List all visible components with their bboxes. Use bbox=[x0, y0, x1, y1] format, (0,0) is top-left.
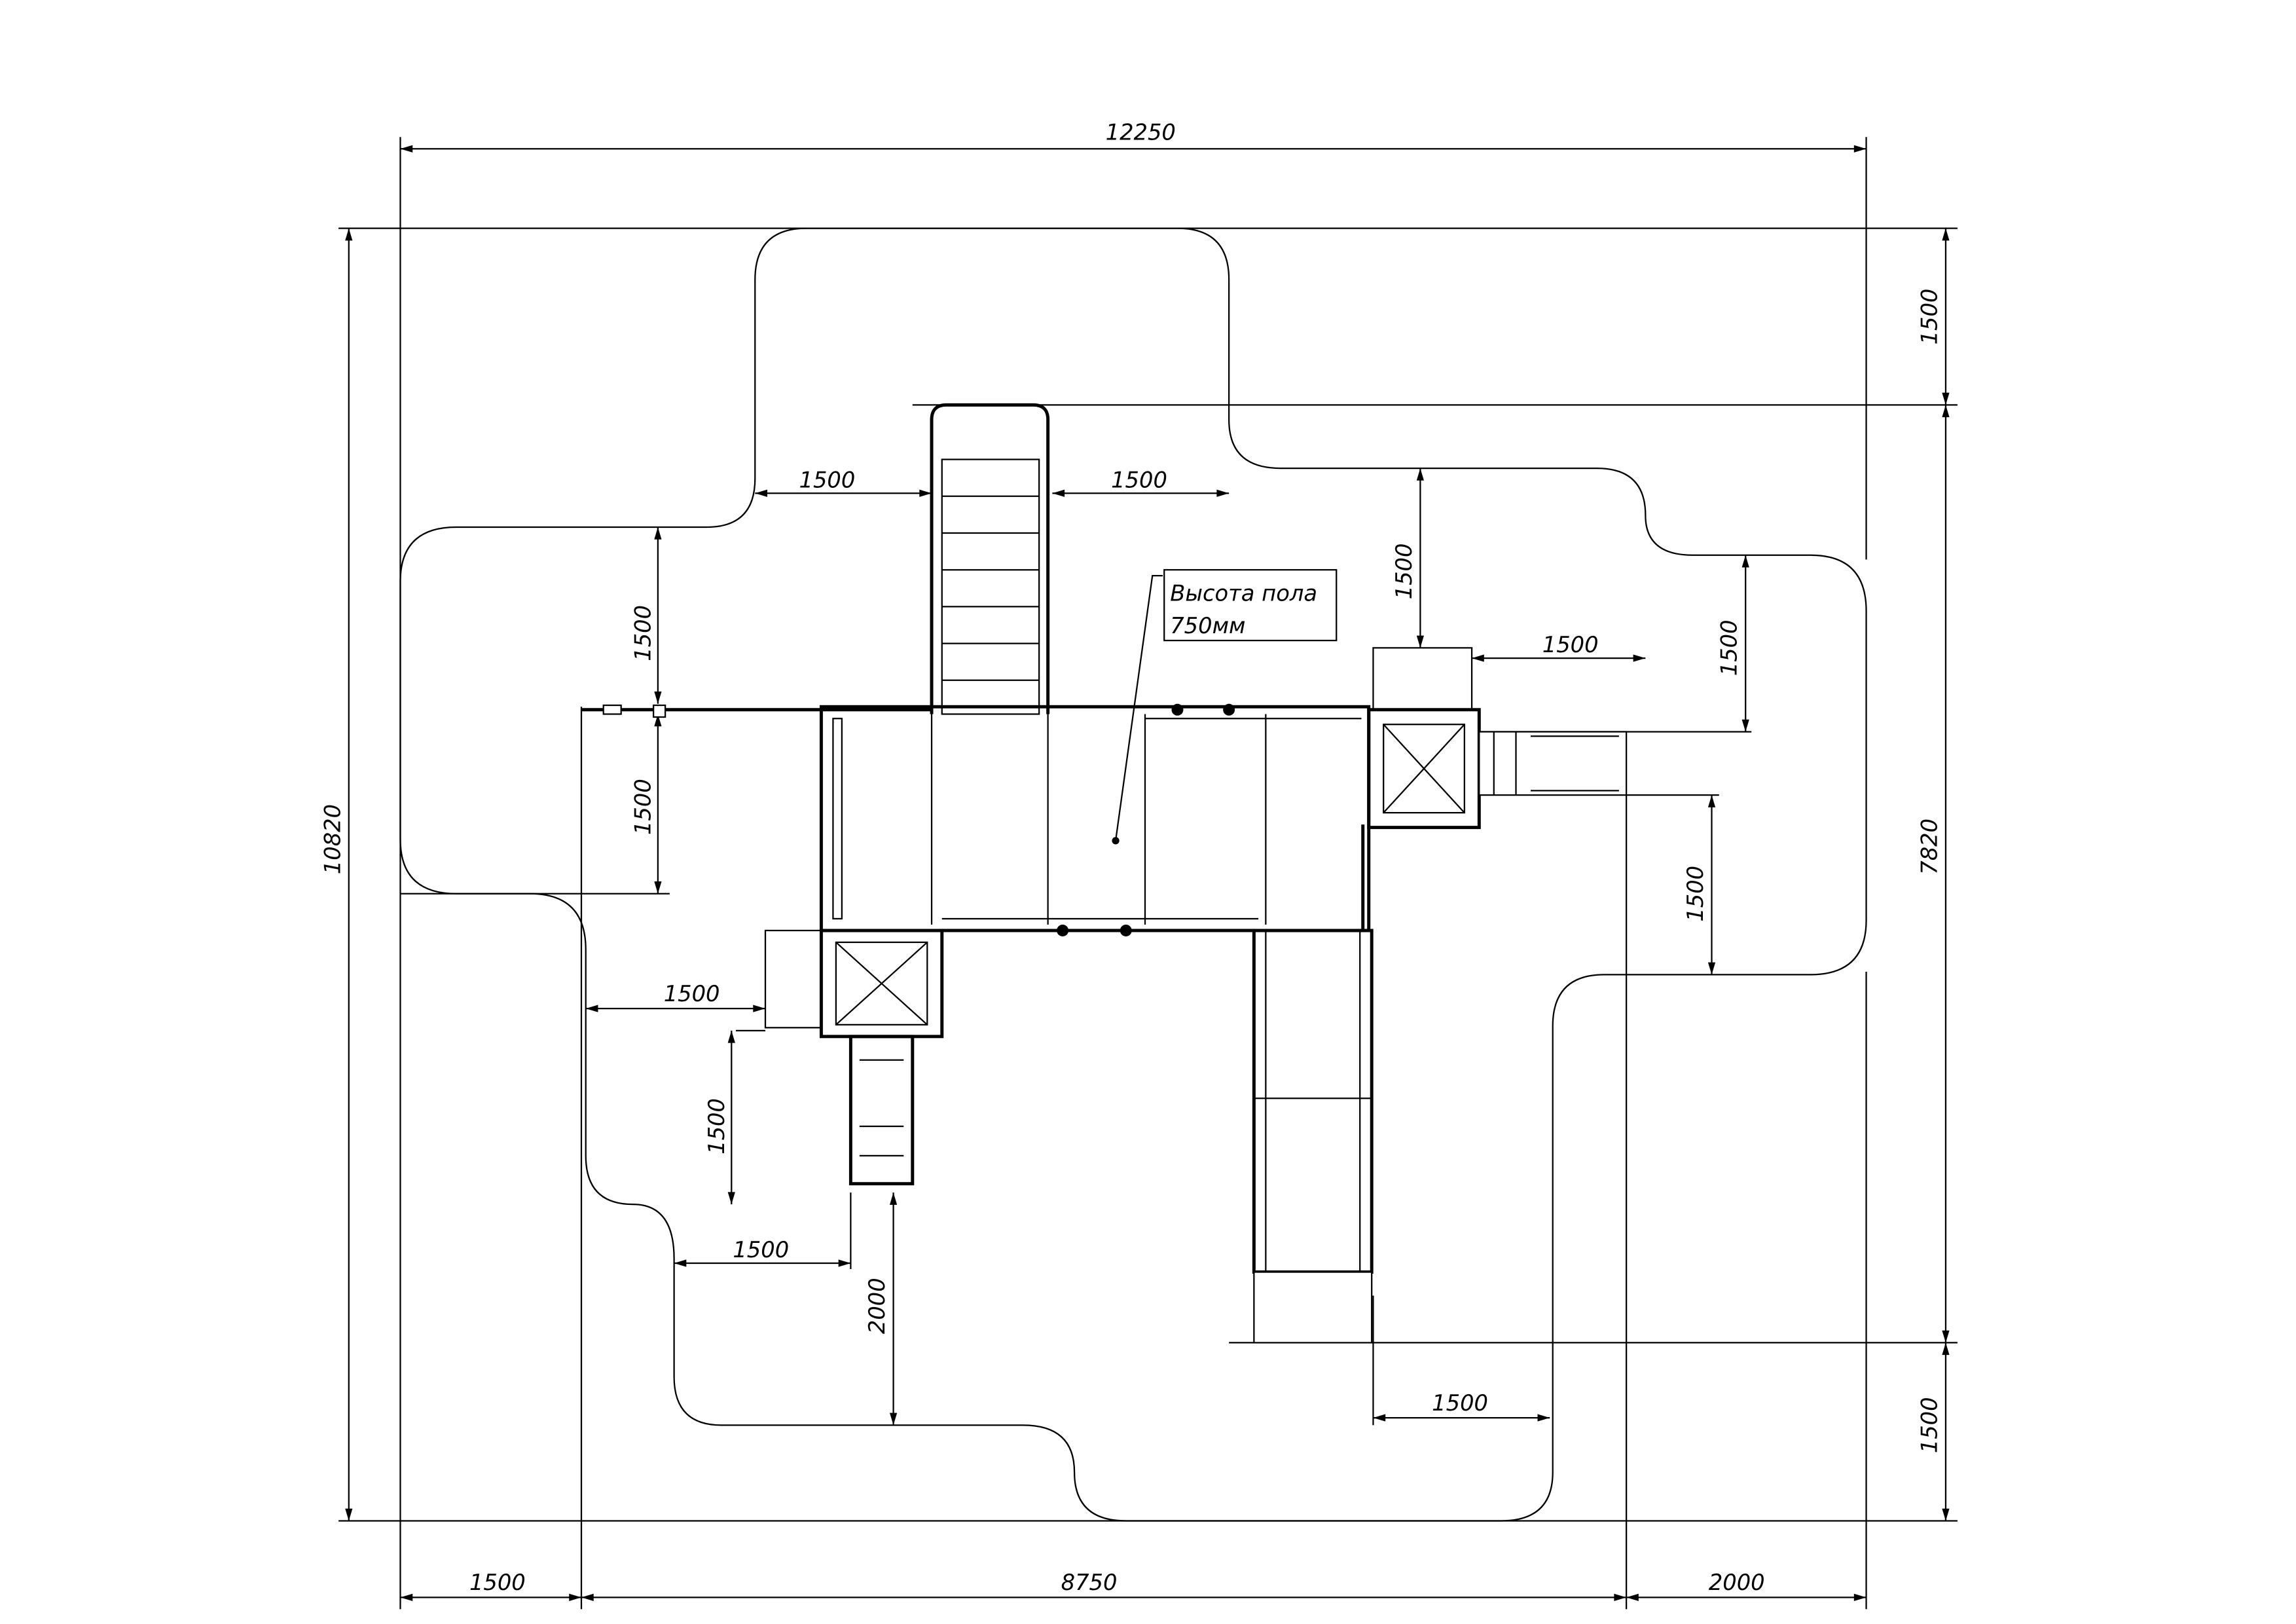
dim-bottom-middle: 8750 bbox=[1061, 1570, 1118, 1595]
left-tower bbox=[764, 929, 944, 1039]
note-line-1: Высота пола bbox=[1170, 580, 1317, 606]
dim-overall-width: 12250 bbox=[1106, 120, 1176, 145]
dim-inner-height: 7820 bbox=[1916, 819, 1942, 875]
dim-right-tower-side: 1500 bbox=[1542, 632, 1599, 657]
dim-left-slide-end: 2000 bbox=[864, 1278, 890, 1334]
extension-lines bbox=[338, 137, 1958, 1610]
note-line-2: 750мм bbox=[1170, 613, 1245, 638]
dim-ladder-right: 1500 bbox=[1111, 467, 1167, 492]
dim-right-slide-top: 1500 bbox=[1717, 619, 1742, 676]
main-deck bbox=[819, 703, 1371, 936]
dim-left-slide-side: 1500 bbox=[704, 1098, 729, 1154]
right-slide bbox=[1478, 731, 1628, 796]
left-slide bbox=[848, 1035, 915, 1186]
left-rail bbox=[581, 704, 932, 718]
dim-right-slide-bottom: 1500 bbox=[1683, 866, 1708, 922]
dim-right-bottom: 1500 bbox=[1916, 1397, 1942, 1453]
dimension-labels: 12250 10820 7820 1500 1500 1500 8750 200… bbox=[319, 120, 1942, 1595]
dim-bottom-left: 1500 bbox=[469, 1570, 526, 1595]
dim-left-top: 1500 bbox=[630, 605, 656, 661]
dim-overall-height: 10820 bbox=[319, 804, 345, 874]
long-walkway bbox=[1252, 824, 1374, 1344]
dim-right-tower-top: 1500 bbox=[1391, 544, 1417, 600]
dim-right-top: 1500 bbox=[1916, 289, 1942, 345]
dim-long-slide-end: 1500 bbox=[1432, 1390, 1488, 1416]
dim-left-bottom: 1500 bbox=[630, 779, 656, 835]
dim-ladder-left: 1500 bbox=[799, 467, 856, 492]
playground-structure bbox=[581, 403, 1628, 1344]
dim-bottom-right: 2000 bbox=[1709, 1570, 1765, 1595]
dim-left-slide-bottom: 1500 bbox=[733, 1237, 789, 1263]
top-ladder bbox=[930, 403, 1050, 715]
dim-left-tower-side: 1500 bbox=[664, 981, 720, 1006]
right-tower bbox=[1367, 647, 1481, 830]
dimension-lines bbox=[345, 145, 1950, 1601]
safety-zone-outline bbox=[399, 227, 1867, 1522]
floor-height-note: Высота пола 750мм bbox=[1112, 569, 1338, 845]
